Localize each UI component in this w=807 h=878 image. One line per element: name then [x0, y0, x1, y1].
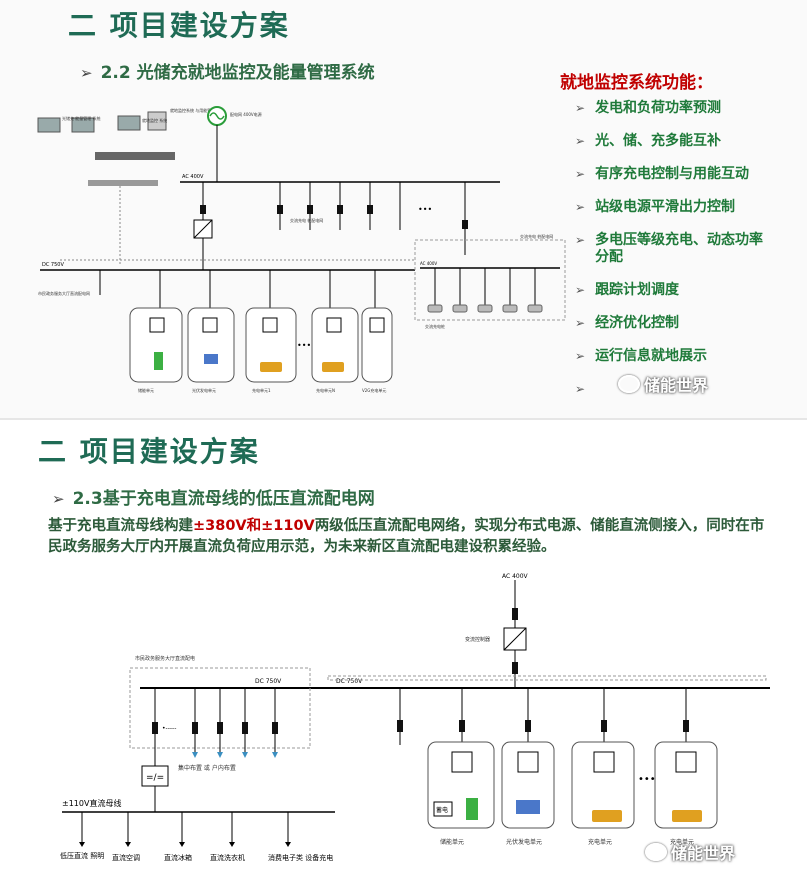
unit-label-pv: 光伏发电单元 [506, 838, 542, 846]
unit-box-storage [129, 307, 183, 383]
bullet-arrow-icon: ➢ [575, 134, 586, 148]
server-icon [37, 111, 167, 133]
bullet-arrow-icon: ➢ [575, 233, 586, 247]
battery-label: 蓄电 [436, 806, 448, 814]
slide2-dc-diagram: AC 400V 变流控制器 DC 750V DC 750V 市民政务服务大厅直流… [60, 573, 770, 862]
network-switch [95, 152, 175, 160]
slide1-subtitle-text: 2.2 光储充就地监控及能量管理系统 [100, 63, 375, 83]
load-label-2: 直流空调 [112, 853, 140, 862]
unit-label-storage: 储能单元 [138, 387, 154, 393]
breaker-icon [512, 608, 518, 620]
ac400-label: AC 400V [502, 573, 529, 580]
functions-title: 就地监控系统功能： [560, 73, 713, 93]
bullet-arrow-icon: ➢ [575, 382, 586, 396]
watermark-2: 储能世界 [645, 840, 735, 864]
slide1-system-diagram: 光储充 能量管理 系统 就地监控 系统 就地监控系统 与用能管理 配电网 400… [37, 106, 566, 393]
bullet-arrow-icon: ➢ [52, 490, 65, 508]
distribution-label: 集中布置 或 户内布置 [178, 764, 236, 772]
bullet-arrow-icon: ➢ [575, 349, 586, 363]
bus-icon [260, 362, 282, 372]
branch-load-label: 交流充电 桩配电网 [290, 217, 323, 223]
battery-box [433, 801, 453, 817]
dc750-right-label: DC 750V [336, 678, 363, 685]
router [88, 180, 158, 186]
wechat-icon [618, 375, 640, 393]
bullet-arrow-icon: ➢ [575, 200, 586, 214]
slide2-subtitle: ➢ 2.3基于充电直流母线的低压直流配电网 [52, 484, 375, 509]
bus-icon [592, 810, 622, 822]
server-label-2: 就地监控 系统 [142, 117, 167, 123]
function-item: ➢跟踪计划调度 [575, 282, 680, 298]
solar-panel-icon [516, 800, 540, 814]
hall-label: 市民政务服务大厅直流配电 [135, 655, 195, 662]
function-item: ➢经济优化控制 [575, 315, 680, 331]
slide1-title: 二 项目建设方案 [68, 9, 290, 42]
slide-1: 二 项目建设方案 ➢ 2.2 光储充就地监控及能量管理系统 光储充 能量管理 系统… [0, 0, 807, 418]
unit-box-charge1 [245, 307, 297, 383]
server-label-3: 就地监控系统 与用能管理 [170, 107, 215, 113]
function-item: ➢站级电源平滑出力控制 [575, 199, 736, 215]
slide2-title: 二 项目建设方案 [38, 435, 260, 468]
function-item: ➢ [575, 381, 765, 398]
slide2-paragraph: 基于充电直流母线构建±380V和±110V两级低压直流配电网络，实现分布式电源、… [48, 518, 765, 555]
ac-charger-area [414, 239, 566, 321]
converter-label: 变流控制器 [465, 636, 490, 643]
load-label-1: 低压直流 照明 [60, 851, 104, 860]
battery-icon [154, 352, 163, 370]
unit-box-charge [571, 741, 635, 829]
bus110-label: ±110V直流母线 [62, 798, 121, 808]
unit-label-storage: 储能单元 [440, 838, 464, 846]
slide2-subtitle-text: 2.3基于充电直流母线的低压直流配电网 [72, 489, 375, 509]
function-item: ➢光、储、充多能互补 [575, 133, 722, 149]
dc-bus-label: DC 750V [42, 262, 64, 268]
slide1-ellipsis: ••• [418, 205, 432, 214]
slide-separator [0, 418, 807, 420]
hall-dots: •----- [162, 725, 176, 732]
bus-icon-2 [322, 362, 344, 372]
ac-bus-label: AC 400V [182, 174, 204, 180]
unit-box-pv [187, 307, 235, 383]
wechat-icon [645, 843, 667, 861]
bullet-arrow-icon: ➢ [575, 101, 586, 115]
functions-list: ➢发电和负荷功率预测 ➢光、储、充多能互补 ➢有序充电控制与用能互动 ➢站级电源… [575, 100, 765, 414]
unit-label-charge: 充电单元 [588, 838, 612, 846]
unit-box-pv [501, 741, 555, 829]
load-label-4: 直流洗衣机 [210, 853, 245, 862]
bullet-arrow-icon: ➢ [575, 283, 586, 297]
slide2-ellipsis: ••• [638, 774, 656, 785]
unit-label-chargeN: 充电单元N [316, 387, 335, 393]
bullet-arrow-icon: ➢ [80, 64, 93, 82]
dc750-left-label: DC 750V [255, 678, 282, 685]
left-load-label: 市民政务服务大厅直流配电网 [38, 290, 90, 296]
bullet-arrow-icon: ➢ [575, 167, 586, 181]
load-label-5: 消费电子类 设备充电 [268, 853, 333, 862]
load-label-3: 直流冰箱 [164, 853, 192, 862]
function-item: ➢发电和负荷功率预测 [575, 100, 722, 116]
function-item: ➢多电压等级充电、动态功率分配 [575, 232, 764, 265]
watermark-1: 储能世界 [618, 372, 708, 396]
bus-icon-2 [672, 810, 702, 822]
function-item: ➢运行信息就地展示 [575, 348, 708, 364]
dcdc-label: =/= [146, 773, 164, 783]
grid-label: 配电网 400V电源 [230, 111, 262, 117]
battery-icon [466, 798, 478, 820]
function-item: ➢有序充电控制与用能互动 [575, 166, 750, 182]
ac-bus-right-label: AC 400V [420, 261, 437, 266]
bullet-arrow-icon: ➢ [575, 316, 586, 330]
right-bus-label: 交流充电 桩配电网 [520, 233, 553, 239]
unit-box-charge-2 [654, 741, 718, 829]
unit-label-pv: 光伏发电单元 [192, 387, 216, 393]
slide1-subtitle: ➢ 2.2 光储充就地监控及能量管理系统 [80, 58, 375, 83]
ac-chargers-label: 交流充电桩 [425, 323, 445, 329]
solar-panel-icon [204, 354, 218, 364]
server-label-1: 光储充 能量管理 系统 [62, 115, 101, 121]
unit-label-charge1: 充电单元1 [252, 387, 271, 393]
unit-label-charge-2: 充电单元 [670, 838, 694, 846]
slide1-ellipsis-2: ••• [297, 341, 311, 350]
unit-label-v2g: V2G充电单元 [362, 387, 386, 393]
